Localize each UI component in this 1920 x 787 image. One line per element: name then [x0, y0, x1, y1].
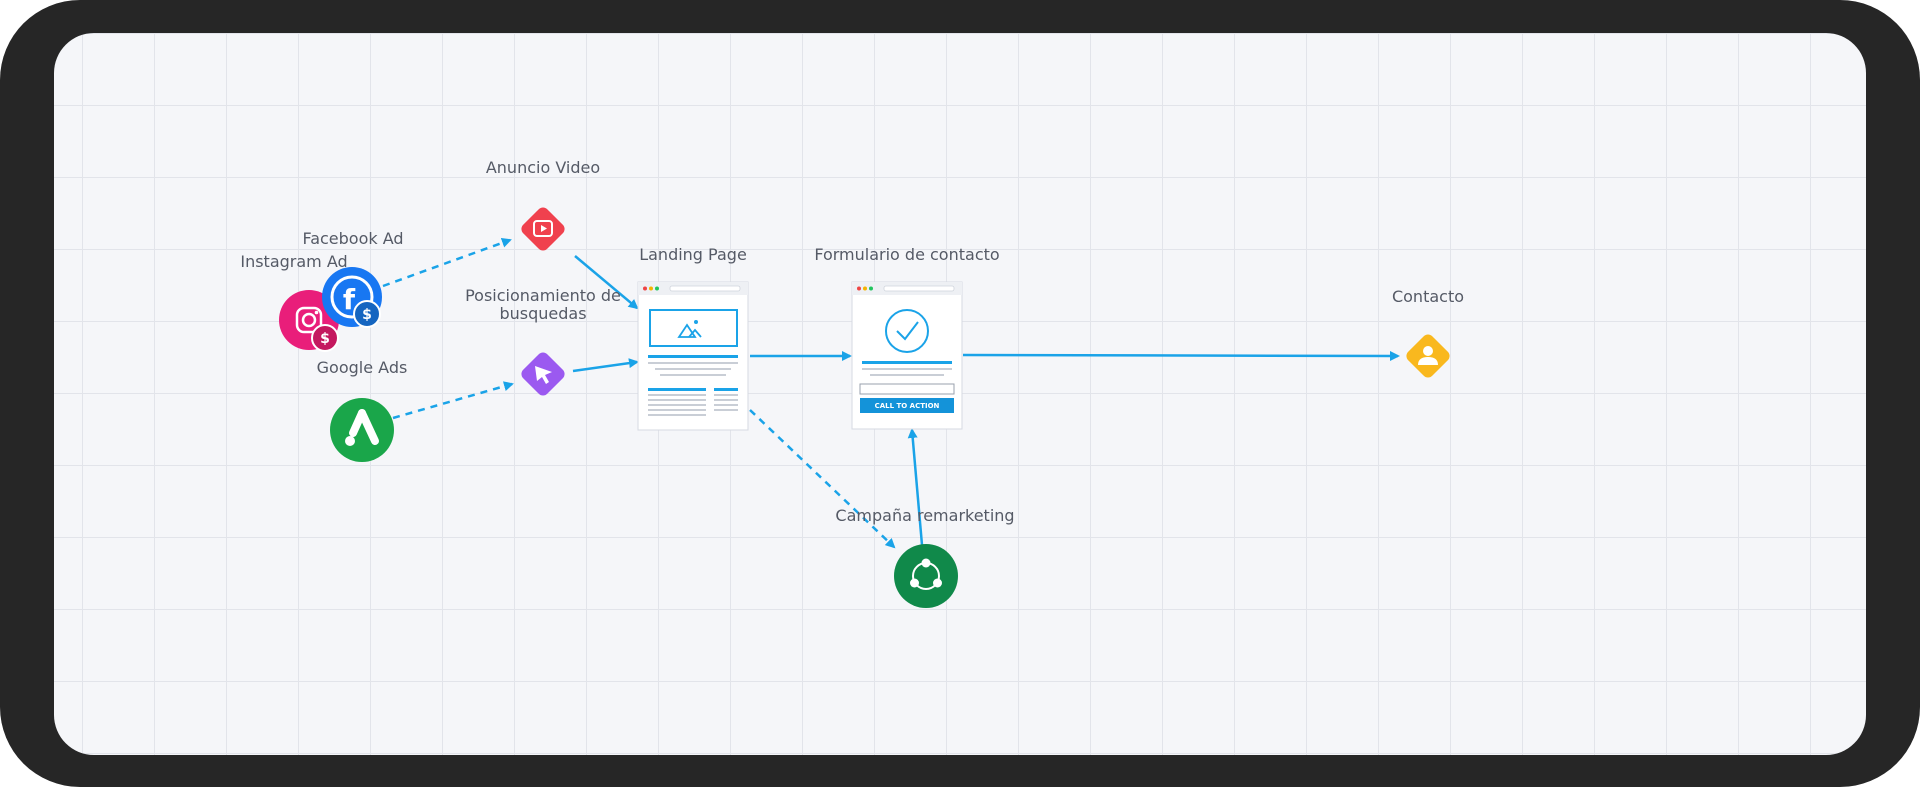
connector-search-to-landing[interactable]: [572, 358, 639, 373]
connector-remarketing-to-form[interactable]: [907, 428, 924, 546]
cta-button-label: CALL TO ACTION: [875, 402, 940, 410]
formulario-label: Formulario de contacto: [814, 245, 999, 264]
landing-page-label: Landing Page: [639, 245, 747, 264]
connector-facebook-to-video[interactable]: [382, 238, 512, 288]
remarketing-network-icon: [894, 544, 958, 608]
checkmark-icon: [885, 309, 929, 353]
landing-page-mockup-icon: [637, 281, 749, 431]
google-ads-icon: [330, 398, 394, 462]
connector-video-to-landing[interactable]: [574, 255, 639, 310]
instagram-ad-label: Instagram Ad: [240, 252, 347, 271]
node-contacto[interactable]: Contacto: [1392, 287, 1464, 380]
node-formulario[interactable]: Formulario de contacto CALL TO ACTION: [814, 245, 1000, 430]
contacto-label: Contacto: [1392, 287, 1464, 306]
form-mockup-icon: CALL TO ACTION: [851, 281, 963, 430]
instagram-dollar-badge-icon: [311, 324, 339, 352]
node-google-ads[interactable]: Google Ads: [317, 358, 408, 462]
posicionamiento-label-line2: busquedas: [499, 304, 586, 323]
node-anuncio-video[interactable]: Anuncio Video: [486, 158, 600, 253]
whiteboard-canvas[interactable]: Anuncio Video Facebook Ad Instagram Ad $: [54, 33, 1866, 755]
flow-diagram: Anuncio Video Facebook Ad Instagram Ad $: [240, 158, 1464, 608]
video-play-icon: [533, 220, 553, 237]
node-posicionamiento[interactable]: Posicionamiento de busquedas: [465, 286, 621, 398]
node-landing-page[interactable]: Landing Page: [637, 245, 749, 431]
cta-button[interactable]: [860, 398, 954, 413]
connector-form-to-contact[interactable]: [962, 350, 1400, 361]
facebook-ad-label: Facebook Ad: [302, 229, 403, 248]
svg-text:f: f: [343, 283, 356, 316]
node-remarketing[interactable]: Campaña remarketing: [835, 506, 1015, 608]
facebook-dollar-badge-icon: [353, 300, 381, 328]
connectors: [382, 238, 1400, 549]
connector-landing-to-remarketing[interactable]: [749, 409, 896, 549]
svg-text:$: $: [320, 331, 330, 347]
anuncio-video-label: Anuncio Video: [486, 158, 600, 177]
remarketing-label: Campaña remarketing: [835, 506, 1014, 525]
node-social-ads[interactable]: Facebook Ad Instagram Ad $ f $: [240, 229, 404, 352]
google-ads-label: Google Ads: [317, 358, 408, 377]
svg-text:$: $: [362, 307, 372, 323]
connector-google-to-search[interactable]: [392, 381, 514, 420]
posicionamiento-label-line1: Posicionamiento de: [465, 286, 621, 305]
